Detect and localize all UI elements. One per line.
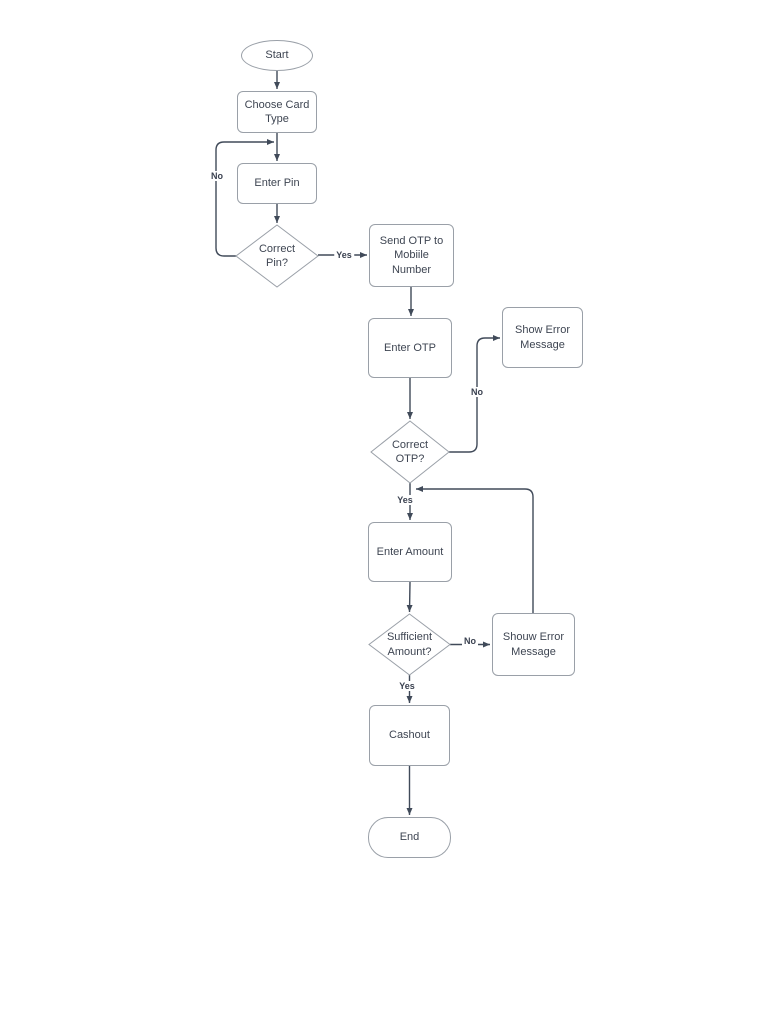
edge-label-pin-yes: Yes	[334, 250, 354, 260]
node-start: Start	[241, 40, 313, 71]
node-cashout: Cashout	[369, 705, 450, 766]
node-correct-pin: Correct Pin?	[235, 224, 319, 288]
node-cashout-label: Cashout	[389, 729, 430, 742]
edge-label-pin-no: No	[209, 171, 225, 181]
node-start-label: Start	[265, 49, 289, 62]
diamond-shape-icon	[368, 613, 451, 676]
node-shouw-error-message: Shouw Error Message	[492, 613, 575, 676]
diamond-shape-icon	[370, 420, 450, 484]
node-show-error-message: Show Error Message	[502, 307, 583, 368]
node-sufficient-amount: Sufficient Amount?	[368, 613, 451, 676]
node-enter-otp-label: Enter OTP	[384, 341, 436, 354]
node-correct-otp: Correct OTP?	[370, 420, 450, 484]
edge-label-otp-no: No	[469, 387, 485, 397]
edge-label-otp-yes: Yes	[395, 495, 415, 505]
node-choose-card-type: Choose Card Type	[237, 91, 317, 133]
node-sufficient-amount-label: Sufficient Amount?	[386, 631, 433, 658]
node-correct-pin-label: Correct Pin?	[258, 242, 296, 269]
node-enter-pin: Enter Pin	[237, 163, 317, 204]
node-choose-card-type-label: Choose Card Type	[244, 98, 310, 125]
diamond-shape-icon	[235, 224, 319, 288]
edge-correctpin-no-loop	[215, 139, 274, 257]
node-send-otp: Send OTP to Mobiile Number	[369, 224, 454, 287]
node-enter-otp: Enter OTP	[368, 318, 452, 378]
edge-shouwerror-return	[416, 486, 534, 613]
edge-label-amount-no: No	[462, 636, 478, 646]
node-end-label: End	[399, 831, 420, 844]
node-enter-pin-label: Enter Pin	[254, 177, 300, 190]
node-end: End	[368, 817, 451, 858]
node-correct-otp-label: Correct OTP?	[391, 438, 429, 465]
node-enter-amount: Enter Amount	[368, 522, 452, 582]
edge-label-amount-yes: Yes	[397, 681, 417, 691]
node-send-otp-label: Send OTP to Mobiile Number	[379, 235, 444, 276]
edge-enteramount-sufficient	[406, 581, 413, 613]
node-enter-amount-label: Enter Amount	[376, 545, 444, 558]
node-show-error-message-label: Show Error Message	[514, 324, 571, 351]
node-shouw-error-message-label: Shouw Error Message	[502, 631, 565, 658]
